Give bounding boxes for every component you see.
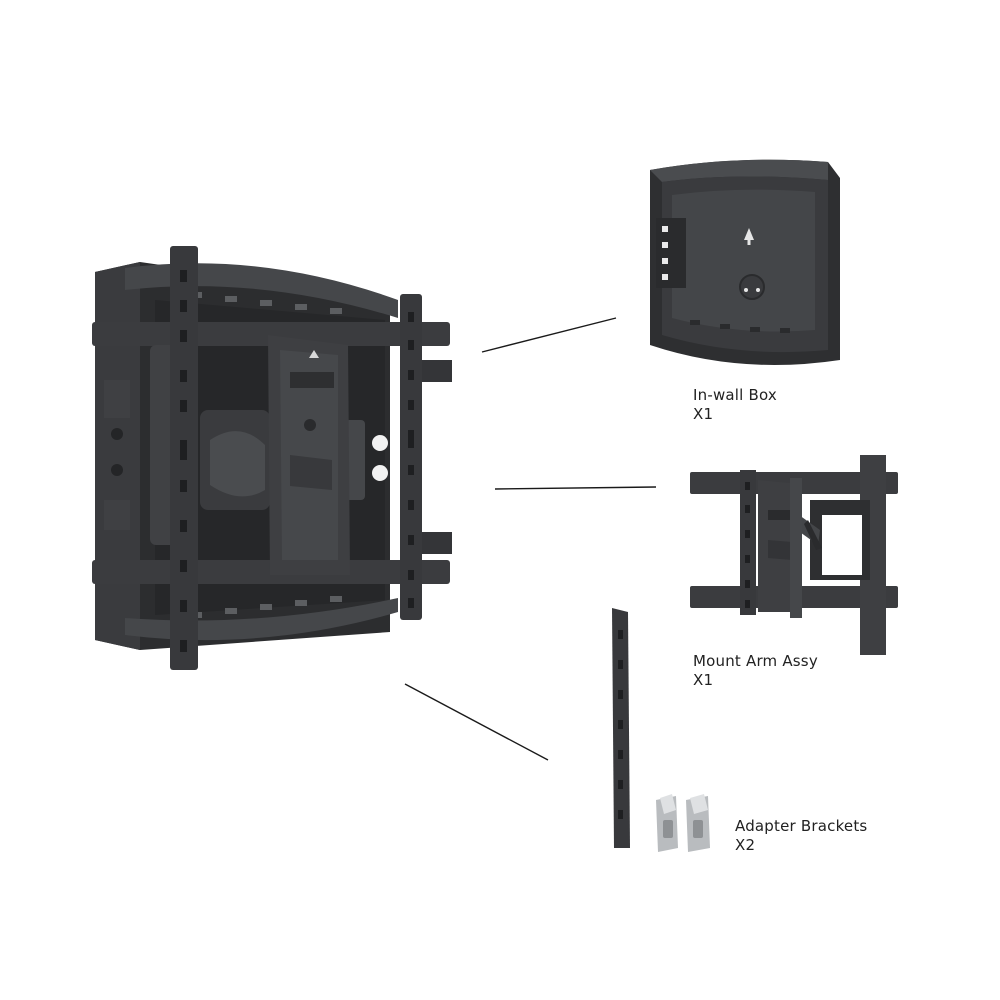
in-wall-box-qty: X1 (693, 405, 714, 423)
mount-arm-icon (690, 455, 898, 655)
adapter-brackets-name: Adapter Brackets (735, 817, 868, 835)
label-adapter-brackets: Adapter Brackets X2 (735, 817, 867, 855)
in-wall-box-icon (650, 159, 840, 365)
in-wall-box-name: In-wall Box (693, 386, 777, 404)
adapter-brackets-qty: X2 (735, 836, 756, 854)
label-in-wall-box: In-wall Box X1 (693, 386, 777, 424)
label-mount-arm-assy: Mount Arm Assy X1 (693, 652, 818, 690)
leader-line-mount-arm (494, 486, 657, 490)
leader-line-in-wall-box (481, 317, 617, 353)
assembled-wall-mount-icon (92, 246, 452, 670)
mount-arm-assy-name: Mount Arm Assy (693, 652, 818, 670)
adapter-bracket-icon (612, 608, 710, 852)
mount-arm-assy-qty: X1 (693, 671, 714, 689)
leader-line-adapter-brackets (404, 683, 549, 761)
